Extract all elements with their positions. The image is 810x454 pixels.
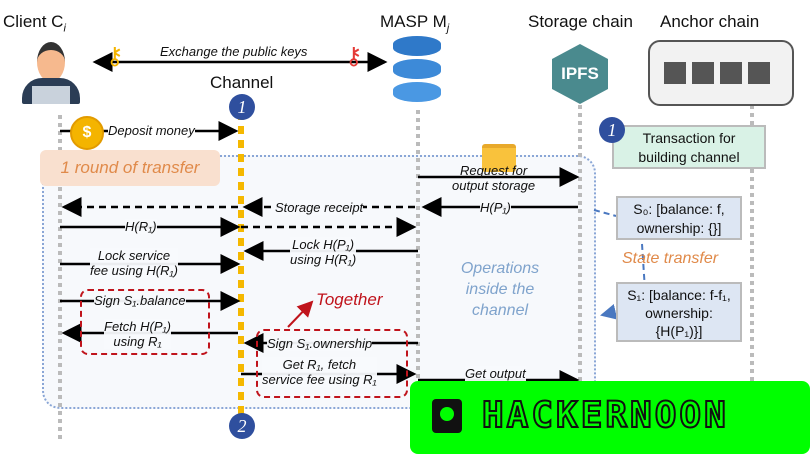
header-storage: Storage chain bbox=[528, 12, 633, 31]
round-badge: 1 round of transfer bbox=[40, 150, 220, 186]
label-deposit: Deposit money bbox=[108, 123, 195, 138]
user-icon bbox=[18, 38, 84, 104]
state-s0-box: S₀: [balance: f,ownership: {}] bbox=[616, 196, 742, 240]
label-hr1: H(R₁) bbox=[125, 219, 157, 234]
group-masp-box bbox=[256, 329, 408, 398]
label-sign-balance: Sign S₁.balance bbox=[94, 293, 186, 308]
label-hp1: H(P₁) bbox=[480, 200, 511, 215]
hackernoon-logo-icon bbox=[432, 399, 462, 433]
header-channel: Channel bbox=[210, 73, 274, 92]
state-transfer-label: State transfer bbox=[622, 250, 719, 267]
header-masp: MASP Mj bbox=[380, 12, 450, 35]
marker-1-anchor: 1 bbox=[599, 117, 625, 143]
label-fetch: Fetch H(P₁)using R₁ bbox=[104, 319, 171, 349]
key-icon-client: ⚷ bbox=[106, 43, 124, 70]
key-icon-masp: ⚷ bbox=[345, 43, 363, 70]
hackernoon-wordmark: HACKERNOON bbox=[481, 394, 729, 437]
header-anchor: Anchor chain bbox=[660, 12, 760, 31]
label-storage-receipt: Storage receipt bbox=[275, 200, 364, 215]
marker-1-channel: 1 bbox=[229, 94, 255, 120]
state-s1-box: S₁: [balance: f-f₁,ownership:{H(P₁)}] bbox=[616, 282, 742, 342]
state-link bbox=[594, 209, 646, 315]
anchor-chain-box bbox=[648, 40, 794, 106]
blockchain-icon bbox=[664, 62, 770, 84]
arrow-together bbox=[287, 300, 314, 328]
hackernoon-watermark: HACKERNOON bbox=[410, 381, 810, 454]
label-get-output: Get output bbox=[465, 366, 526, 381]
marker-2-channel: 2 bbox=[229, 413, 255, 439]
label-lock-hp1: Lock H(P₁)using H(R₁) bbox=[290, 237, 357, 267]
label-sign-ownership: Sign S₁.ownership bbox=[267, 336, 373, 351]
database-icon bbox=[393, 36, 441, 102]
coin-icon: $ bbox=[70, 116, 104, 150]
group-client-box bbox=[80, 289, 210, 355]
header-client: Client Ci bbox=[3, 12, 66, 35]
label-exchange: Exchange the public keys bbox=[160, 44, 308, 59]
folder-icon bbox=[482, 144, 516, 172]
together-label: Together bbox=[316, 290, 383, 309]
